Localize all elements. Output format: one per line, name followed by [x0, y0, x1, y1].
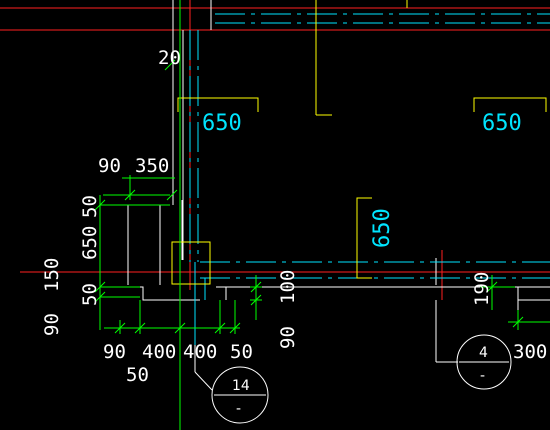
dim-400-b: 400 [183, 341, 217, 363]
dim-150: 150 [41, 258, 63, 292]
callout-bubble-4[interactable]: 4 - [456, 334, 512, 390]
dim-50-left-top: 50 [79, 195, 101, 218]
col-label-vertical: 650 [370, 208, 395, 248]
dimension-lines [94, 0, 550, 430]
col-label-top-left: 650 [202, 111, 242, 136]
dim-90-bottom: 90 [103, 341, 126, 363]
callout-bubble-14[interactable]: 14 - [211, 366, 269, 424]
dim-90-top: 90 [98, 155, 121, 177]
beam-lines [189, 13, 550, 345]
dim-190: 190 [471, 272, 493, 306]
dim-650-left: 650 [79, 226, 101, 260]
dim-350: 350 [135, 155, 169, 177]
dim-50-left-lower: 50 [79, 283, 101, 306]
callout-14-sub: - [236, 401, 241, 417]
callout-14-number: 14 [232, 378, 250, 394]
column-markers [171, 0, 547, 285]
dim-20: 20 [158, 47, 181, 69]
dim-90-right: 90 [277, 326, 299, 349]
col-label-top-right: 650 [482, 111, 522, 136]
callout-leaders [194, 300, 458, 391]
dim-100: 100 [277, 270, 299, 304]
dim-300: 300 [513, 341, 547, 363]
dim-50-bottom: 50 [230, 341, 253, 363]
dim-90-left: 90 [41, 313, 63, 336]
dim-50-bottom-2: 50 [126, 364, 149, 386]
callout-4-number: 4 [479, 345, 488, 361]
callout-4-sub: - [480, 368, 485, 384]
dim-400-a: 400 [142, 341, 176, 363]
